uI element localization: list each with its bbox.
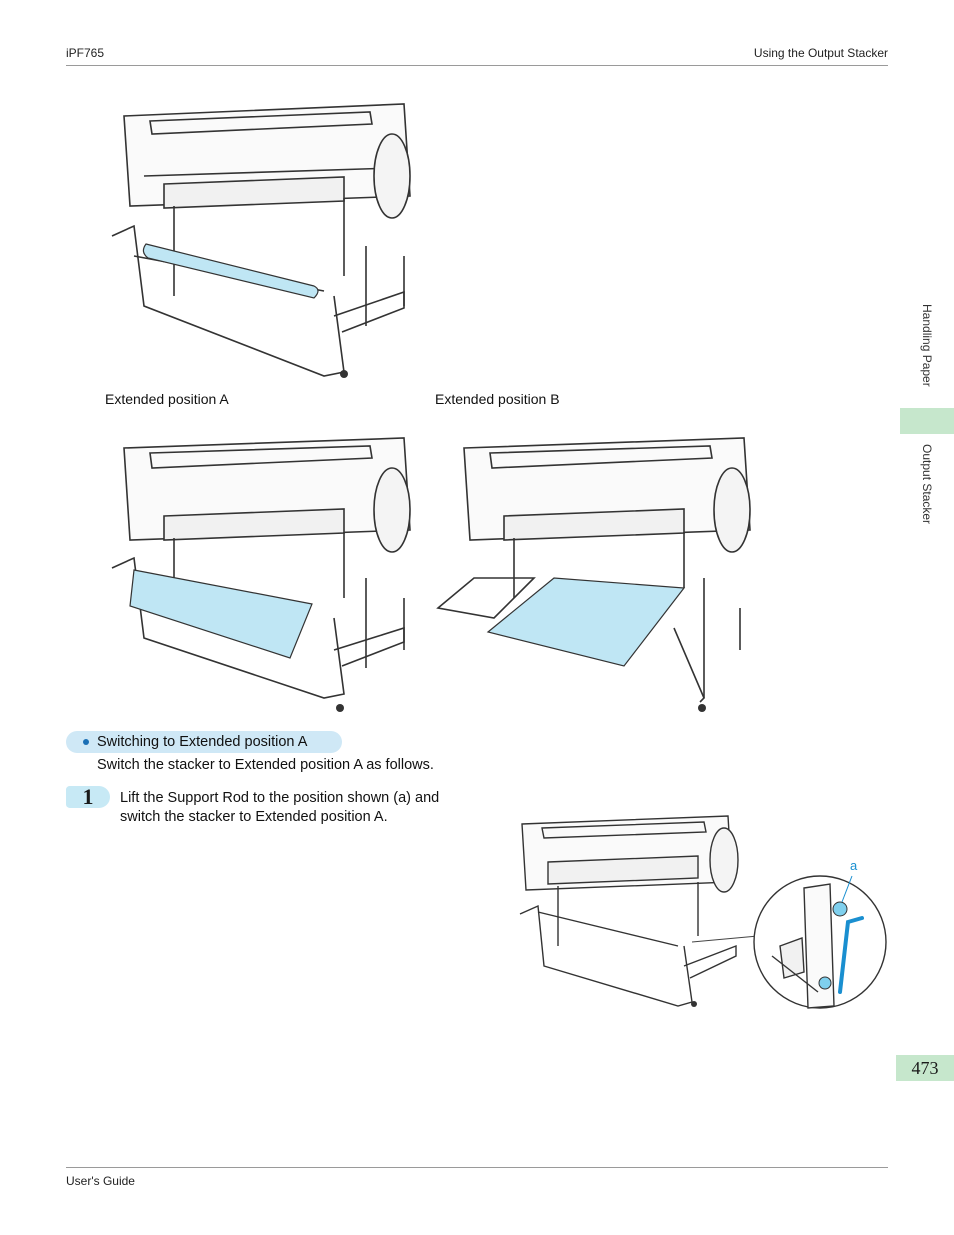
printer-figure-extended-b	[434, 418, 780, 716]
printer-figure-support-rod: a	[518, 796, 890, 1018]
side-tab-handling-paper[interactable]: Handling Paper	[920, 304, 934, 387]
printer-figure-top	[104, 76, 422, 382]
footer-text: User's Guide	[66, 1174, 135, 1188]
header-section-title: Using the Output Stacker	[753, 46, 888, 60]
side-tab-output-stacker[interactable]: Output Stacker	[920, 444, 934, 525]
header-rule	[66, 65, 888, 66]
caption-extended-a: Extended position A	[105, 391, 229, 407]
footer-rule	[66, 1167, 888, 1168]
page-number: 473	[896, 1055, 954, 1081]
section-intro: Switch the stacker to Extended position …	[97, 757, 434, 773]
section-heading-pill: Switching to Extended position A	[66, 731, 342, 753]
side-tab-marker	[900, 408, 954, 434]
step-number-badge: 1	[66, 784, 110, 809]
step-text: Lift the Support Rod to the position sho…	[120, 789, 439, 827]
header-product: iPF765	[66, 46, 105, 60]
bullet-icon	[83, 739, 89, 745]
step-text-line1: Lift the Support Rod to the position sho…	[120, 790, 440, 806]
caption-extended-b: Extended position B	[435, 391, 560, 407]
callout-label-a: a	[850, 858, 858, 873]
section-heading: Switching to Extended position A	[97, 734, 308, 750]
printer-figure-extended-a	[104, 418, 422, 716]
step-text-line2: switch the stacker to Extended position …	[120, 809, 388, 825]
